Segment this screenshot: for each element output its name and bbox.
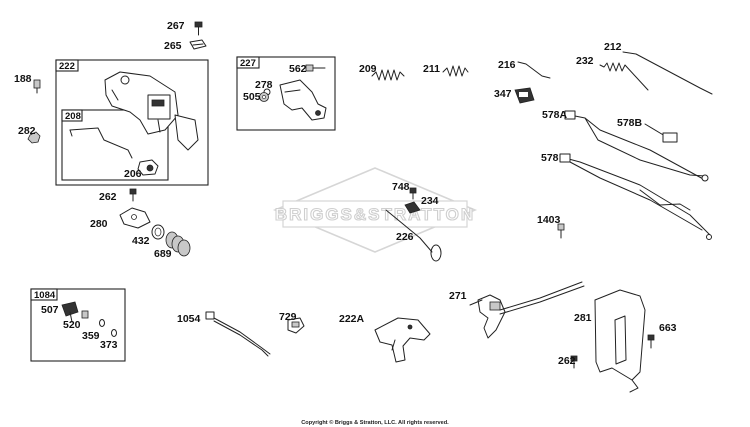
cable-tie-1054-drawing	[205, 311, 271, 357]
callout-432: 432	[132, 235, 150, 247]
callout-222a: 222A	[339, 313, 365, 325]
box-label: 208	[65, 111, 81, 122]
callout-578b: 578B	[617, 117, 643, 129]
screw-267-drawing	[194, 21, 203, 36]
callout-663: 663	[659, 322, 677, 334]
screw-262-drawing	[129, 188, 137, 202]
washer-505-drawing	[259, 92, 269, 102]
callout-578a: 578A	[542, 109, 568, 121]
group-box-1084: 1084	[30, 288, 126, 362]
callout-226: 226	[396, 231, 414, 243]
callout-188: 188	[14, 73, 32, 85]
spring-232-drawing	[599, 62, 649, 91]
callout-232: 232	[576, 55, 594, 67]
fastener-kit-1084-drawing	[61, 301, 117, 337]
callout-271: 271	[449, 290, 467, 302]
link-208-drawing	[69, 127, 133, 159]
box-label: 222	[59, 61, 75, 72]
harness-578a-drawing	[564, 110, 709, 182]
spring-689-drawing	[165, 231, 191, 257]
callout-507: 507	[41, 304, 59, 316]
callout-212: 212	[604, 41, 622, 53]
callout-281: 281	[574, 312, 592, 324]
callout-347: 347	[494, 88, 512, 100]
callout-359: 359	[82, 330, 100, 342]
harness-578-drawing	[559, 153, 712, 240]
connector-729-drawing	[287, 317, 305, 334]
panel-281-drawing	[594, 289, 646, 393]
watermark-text: BRIGGS&STRATTON	[275, 205, 475, 224]
callout-729: 729	[279, 311, 297, 323]
callout-278: 278	[255, 79, 273, 91]
rod-212-drawing	[622, 51, 713, 95]
screw-663-drawing	[647, 334, 655, 349]
knob-206-drawing	[137, 159, 159, 176]
screw-748-drawing	[409, 187, 417, 200]
callout-1403: 1403	[537, 214, 561, 226]
callout-234: 234	[421, 195, 439, 207]
bolt-188-drawing	[33, 79, 41, 94]
box-label: 227	[240, 58, 256, 69]
callout-labels: 267 265 188 282 206 562 278 505 209 211 …	[14, 20, 677, 367]
nut-282-drawing	[27, 131, 41, 144]
hook-rod-226-drawing	[385, 209, 442, 262]
callout-1054: 1054	[177, 313, 201, 325]
screw-1403-drawing	[557, 223, 565, 239]
bracket-280-drawing	[119, 207, 151, 229]
callout-206: 206	[124, 168, 142, 180]
group-box-222: 222	[55, 59, 209, 186]
clip-234-drawing	[404, 201, 421, 214]
screw-262-lower-drawing	[570, 355, 578, 369]
callout-280: 280	[90, 218, 108, 230]
connector-578b-drawing	[644, 123, 678, 143]
callout-211: 211	[423, 63, 440, 75]
callout-216: 216	[498, 59, 516, 71]
spring-211-drawing	[442, 65, 469, 77]
group-box-227: 227	[236, 56, 336, 131]
group-box-208: 208	[61, 109, 169, 181]
callout-520: 520	[63, 319, 81, 331]
callout-265: 265	[164, 40, 182, 52]
spring-209-drawing	[371, 69, 405, 81]
callout-209: 209	[359, 63, 377, 75]
brand-watermark: BRIGGS&STRATTON	[272, 167, 478, 253]
callout-748: 748	[392, 181, 410, 193]
clip-265-drawing	[189, 39, 207, 50]
callout-689: 689	[154, 248, 172, 260]
link-216-drawing	[517, 61, 551, 79]
washer-432-drawing	[151, 224, 165, 240]
callout-262: 262	[99, 191, 117, 203]
box-label: 1084	[34, 290, 56, 301]
governor-assembly-drawing	[104, 71, 199, 151]
callout-505: 505	[243, 91, 261, 103]
callout-267: 267	[167, 20, 185, 32]
callout-373: 373	[100, 339, 118, 351]
switch-347-drawing	[514, 87, 535, 104]
bracket-222a-drawing	[374, 317, 431, 363]
bracket-227-drawing	[279, 79, 327, 121]
bolt-562-drawing	[305, 64, 326, 72]
callout-562: 562	[289, 63, 307, 75]
callout-578: 578	[541, 152, 559, 164]
callout-282: 282	[18, 125, 36, 137]
copyright-notice: Copyright © Briggs & Stratton, LLC. All …	[301, 419, 449, 426]
throttle-control-271-drawing	[469, 281, 585, 339]
callout-262-lower: 262	[558, 355, 576, 367]
